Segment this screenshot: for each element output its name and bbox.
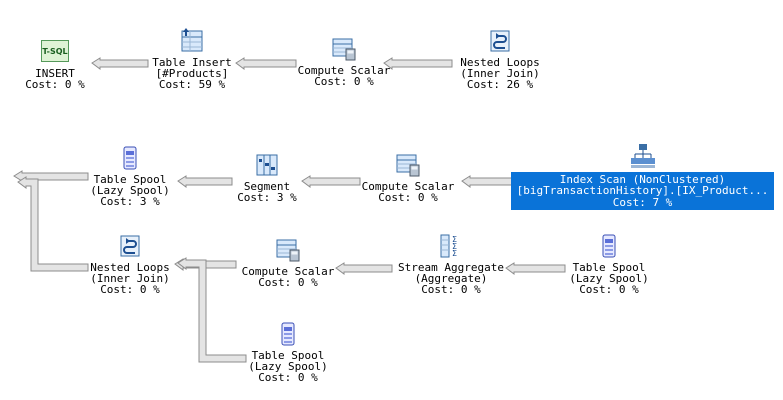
node-label: Table Spool (Lazy Spool) Cost: 0 % [569, 261, 649, 296]
node-label: Compute Scalar Cost: 0 % [241, 265, 335, 289]
svg-text:Σ: Σ [452, 235, 457, 244]
node-label: Table Insert [#Products] Cost: 59 % [152, 56, 232, 91]
arrow-spool2-to-stream [505, 262, 566, 275]
node-table-spool-3[interactable]: Table Spool (Lazy Spool) Cost: 0 % [238, 321, 338, 383]
node-label: Segment Cost: 3 % [237, 180, 297, 204]
arrow-segment-to-spool [177, 175, 233, 188]
node-label: Table Spool (Lazy Spool) Cost: 3 % [90, 173, 170, 208]
node-label: Index Scan (NonClustered) [bigTransactio… [510, 172, 775, 210]
node-table-insert[interactable]: Table Insert [#Products] Cost: 59 % [142, 28, 242, 90]
svg-text:Σ: Σ [452, 249, 457, 258]
stream-aggregate-icon: Σ Σ Σ [438, 233, 464, 259]
node-label: Compute Scalar Cost: 0 % [361, 180, 455, 204]
arrow-spool3-branch [177, 257, 247, 363]
node-label: Table Spool (Lazy Spool) Cost: 0 % [248, 349, 328, 384]
index-scan-icon [630, 143, 656, 169]
node-index-scan[interactable]: Index Scan (NonClustered) [bigTransactio… [510, 143, 775, 210]
node-table-spool-2[interactable]: Table Spool (Lazy Spool) Cost: 0 % [559, 233, 659, 295]
compute-scalar-icon [275, 237, 301, 263]
node-label: Nested Loops (Inner Join) Cost: 0 % [90, 261, 170, 296]
node-label: Nested Loops (Inner Join) Cost: 26 % [460, 56, 540, 91]
table-spool-icon [117, 145, 143, 171]
tsql-icon: T-SQL [41, 40, 69, 62]
node-label: Compute Scalar Cost: 0 % [297, 64, 391, 88]
arrow-compute-to-segment [301, 175, 361, 188]
node-compute-scalar-2[interactable]: Compute Scalar Cost: 0 % [358, 152, 458, 203]
node-label: Stream Aggregate (Aggregate) Cost: 0 % [398, 261, 504, 296]
node-compute-scalar-3[interactable]: Compute Scalar Cost: 0 % [238, 237, 338, 288]
arrow-stream-to-compute [335, 262, 393, 275]
node-table-spool-1[interactable]: Table Spool (Lazy Spool) Cost: 3 % [80, 145, 180, 207]
table-spool-icon [596, 233, 622, 259]
segment-icon [254, 152, 280, 178]
node-compute-scalar-1[interactable]: Compute Scalar Cost: 0 % [294, 36, 394, 87]
table-spool-icon [275, 321, 301, 347]
table-insert-icon [179, 28, 205, 54]
node-nested-loops-2[interactable]: Nested Loops (Inner Join) Cost: 0 % [80, 233, 180, 295]
compute-scalar-icon [331, 36, 357, 62]
node-label: INSERT Cost: 0 % [25, 67, 85, 91]
compute-scalar-icon [395, 152, 421, 178]
arrow-nested2-branch [17, 176, 89, 272]
arrow-compute-to-table-insert [235, 57, 297, 70]
svg-text:Σ: Σ [452, 242, 457, 251]
nested-loops-icon [487, 28, 513, 54]
node-segment[interactable]: Segment Cost: 3 % [227, 152, 307, 203]
node-stream-aggregate[interactable]: Σ Σ Σ Stream Aggregate (Aggregate) Cost:… [391, 233, 511, 295]
arrow-nested-to-compute [383, 57, 453, 70]
node-insert[interactable]: T-SQL INSERT Cost: 0 % [20, 40, 90, 90]
node-nested-loops-1[interactable]: Nested Loops (Inner Join) Cost: 26 % [450, 28, 550, 90]
nested-loops-icon [117, 233, 143, 259]
arrow-table-insert-to-insert [91, 57, 149, 70]
